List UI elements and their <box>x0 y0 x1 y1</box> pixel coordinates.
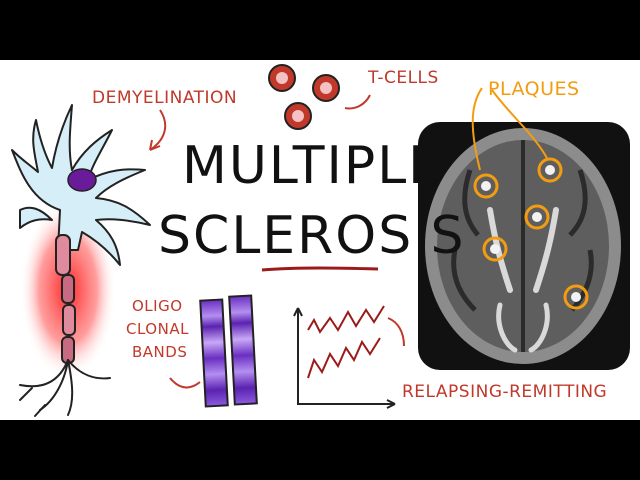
t-cells-arrow <box>344 94 371 110</box>
neuron-illustration <box>11 104 151 417</box>
relapsing-remitting-graph <box>293 305 405 409</box>
label-clonal: CLONAL <box>126 320 189 338</box>
label-relapsing-remitting: RELAPSING-REMITTING <box>402 382 608 402</box>
graph-line-upper <box>307 305 385 334</box>
demyelination-arrow <box>149 109 167 151</box>
title-line-2: SCLEROSIS <box>158 206 466 266</box>
thumbnail-canvas: DEMYELINATION T-CELLS PLAQUES MULTIPLE S… <box>0 60 640 420</box>
plaques-arrow-2 <box>491 89 549 161</box>
illustration-layer <box>11 64 630 417</box>
plaque-lesions <box>481 165 581 302</box>
oligoclonal-bands <box>199 294 258 408</box>
axon-terminals <box>19 359 111 417</box>
cell-nucleus <box>67 168 97 192</box>
label-plaques: PLAQUES <box>488 78 580 100</box>
label-demyelination: DEMYELINATION <box>92 88 238 108</box>
label-bands: BANDS <box>132 343 188 361</box>
title-underline <box>261 266 379 272</box>
axon <box>55 234 76 364</box>
bands-arrow <box>169 377 201 389</box>
plaque-markers <box>473 157 589 310</box>
graph-y-axis <box>297 308 395 405</box>
title-line-1: MULTIPLE <box>182 136 444 196</box>
t-cells-cluster <box>268 64 340 130</box>
graph-line-lower <box>307 337 381 379</box>
label-oligo: OLIGO <box>132 297 183 315</box>
plaques-arrow-1 <box>471 87 483 171</box>
label-t-cells: T-CELLS <box>368 68 439 88</box>
